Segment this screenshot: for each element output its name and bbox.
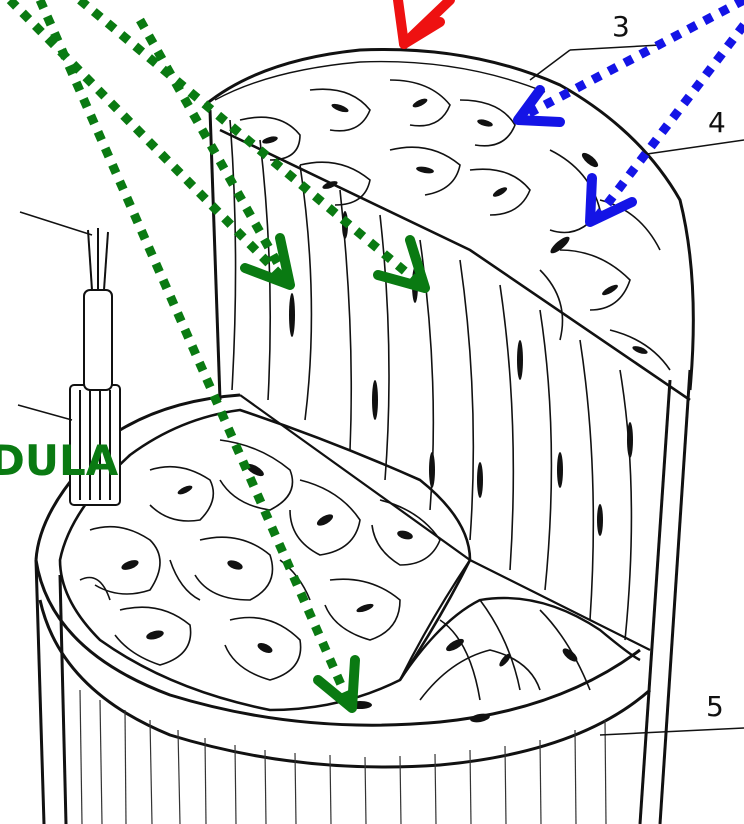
sheath-texture — [80, 690, 606, 824]
longitudinal-section — [210, 110, 690, 680]
green-arrowheads-icon — [245, 238, 425, 708]
longitudinal-nuclei — [289, 211, 633, 536]
red-arrow-icon — [398, 0, 450, 44]
label-3: 3 — [612, 10, 630, 43]
upper-cut-surface — [205, 49, 693, 390]
leader-lines — [530, 45, 744, 735]
label-5: 5 — [706, 690, 724, 723]
label-4: 4 — [708, 106, 726, 139]
side-label-dula: DULA — [0, 436, 119, 485]
